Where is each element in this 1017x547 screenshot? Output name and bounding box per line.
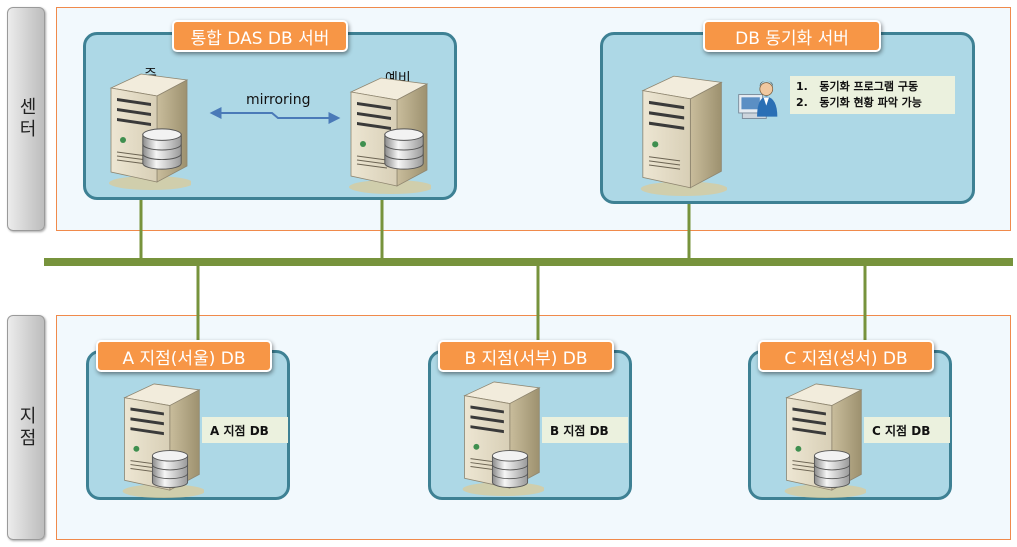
- operator-icon: [735, 78, 781, 124]
- side-tab-branch: 지점: [7, 315, 45, 540]
- das-group-title: 통합 DAS DB 서버: [172, 20, 348, 52]
- branch-c-title: C 지점(성서) DB: [758, 340, 934, 372]
- branch-a-title: A 지점(서울) DB: [96, 340, 272, 372]
- sync-server-icon: [631, 72, 727, 196]
- branch-a-db-icon: [148, 446, 192, 492]
- primary-db-icon: [138, 124, 186, 174]
- side-label-center: 센터: [16, 97, 37, 141]
- branch-a-db-label: A 지점 DB: [202, 417, 288, 443]
- sync-feature-list: 1. 동기화 프로그램 구동 2. 동기화 현황 파악 가능: [790, 76, 955, 114]
- branch-c-db-label: C 지점 DB: [864, 417, 950, 443]
- side-label-branch: 지점: [16, 405, 37, 450]
- branch-c-db-icon: [810, 446, 854, 492]
- mirroring-label: mirroring: [246, 92, 311, 108]
- branch-b-title: B 지점(서부) DB: [438, 340, 614, 372]
- standby-db-icon: [380, 124, 428, 174]
- sync-feature-item-1: 1. 동기화 프로그램 구동: [796, 80, 919, 93]
- side-tab-center: 센터: [7, 7, 45, 231]
- branch-b-db-icon: [488, 446, 532, 492]
- sync-feature-item-2: 2. 동기화 현황 파악 가능: [796, 96, 922, 109]
- sync-group-title: DB 동기화 서버: [703, 20, 881, 52]
- branch-b-db-label: B 지점 DB: [542, 417, 628, 443]
